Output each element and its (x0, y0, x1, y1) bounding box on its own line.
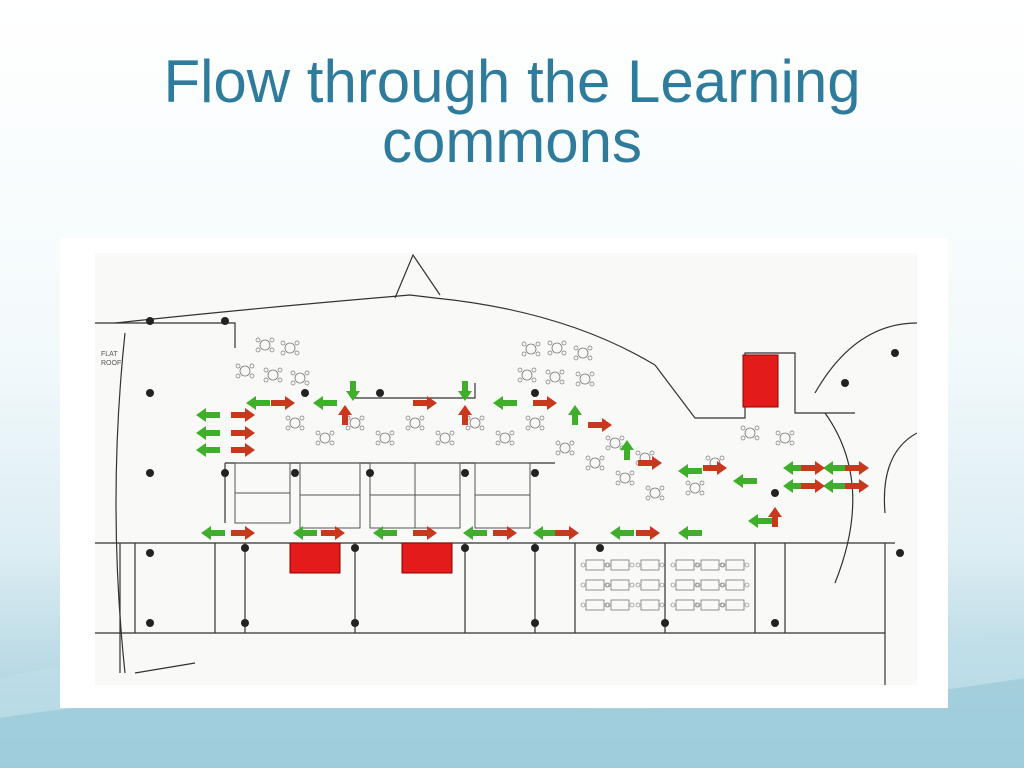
title-line-2: commons (381, 108, 643, 175)
lounge-seating (235, 337, 795, 501)
floorplan-walls (95, 253, 917, 685)
title-line-1: Flow through the Learning (163, 48, 861, 115)
study-cubicles (234, 462, 531, 529)
slide-title: Flow through the Learning commons (62, 52, 962, 172)
red-flow-arrows (231, 396, 869, 540)
floorplan-drawing: FLAT ROOF (95, 253, 917, 685)
flat-roof-label-2: ROOF (101, 360, 121, 367)
floorplan-image: FLAT ROOF (95, 253, 917, 685)
floorplan-panel: FLAT ROOF (60, 238, 948, 708)
flat-roof-label-1: FLAT (101, 351, 118, 358)
red-service-rooms (289, 354, 779, 574)
